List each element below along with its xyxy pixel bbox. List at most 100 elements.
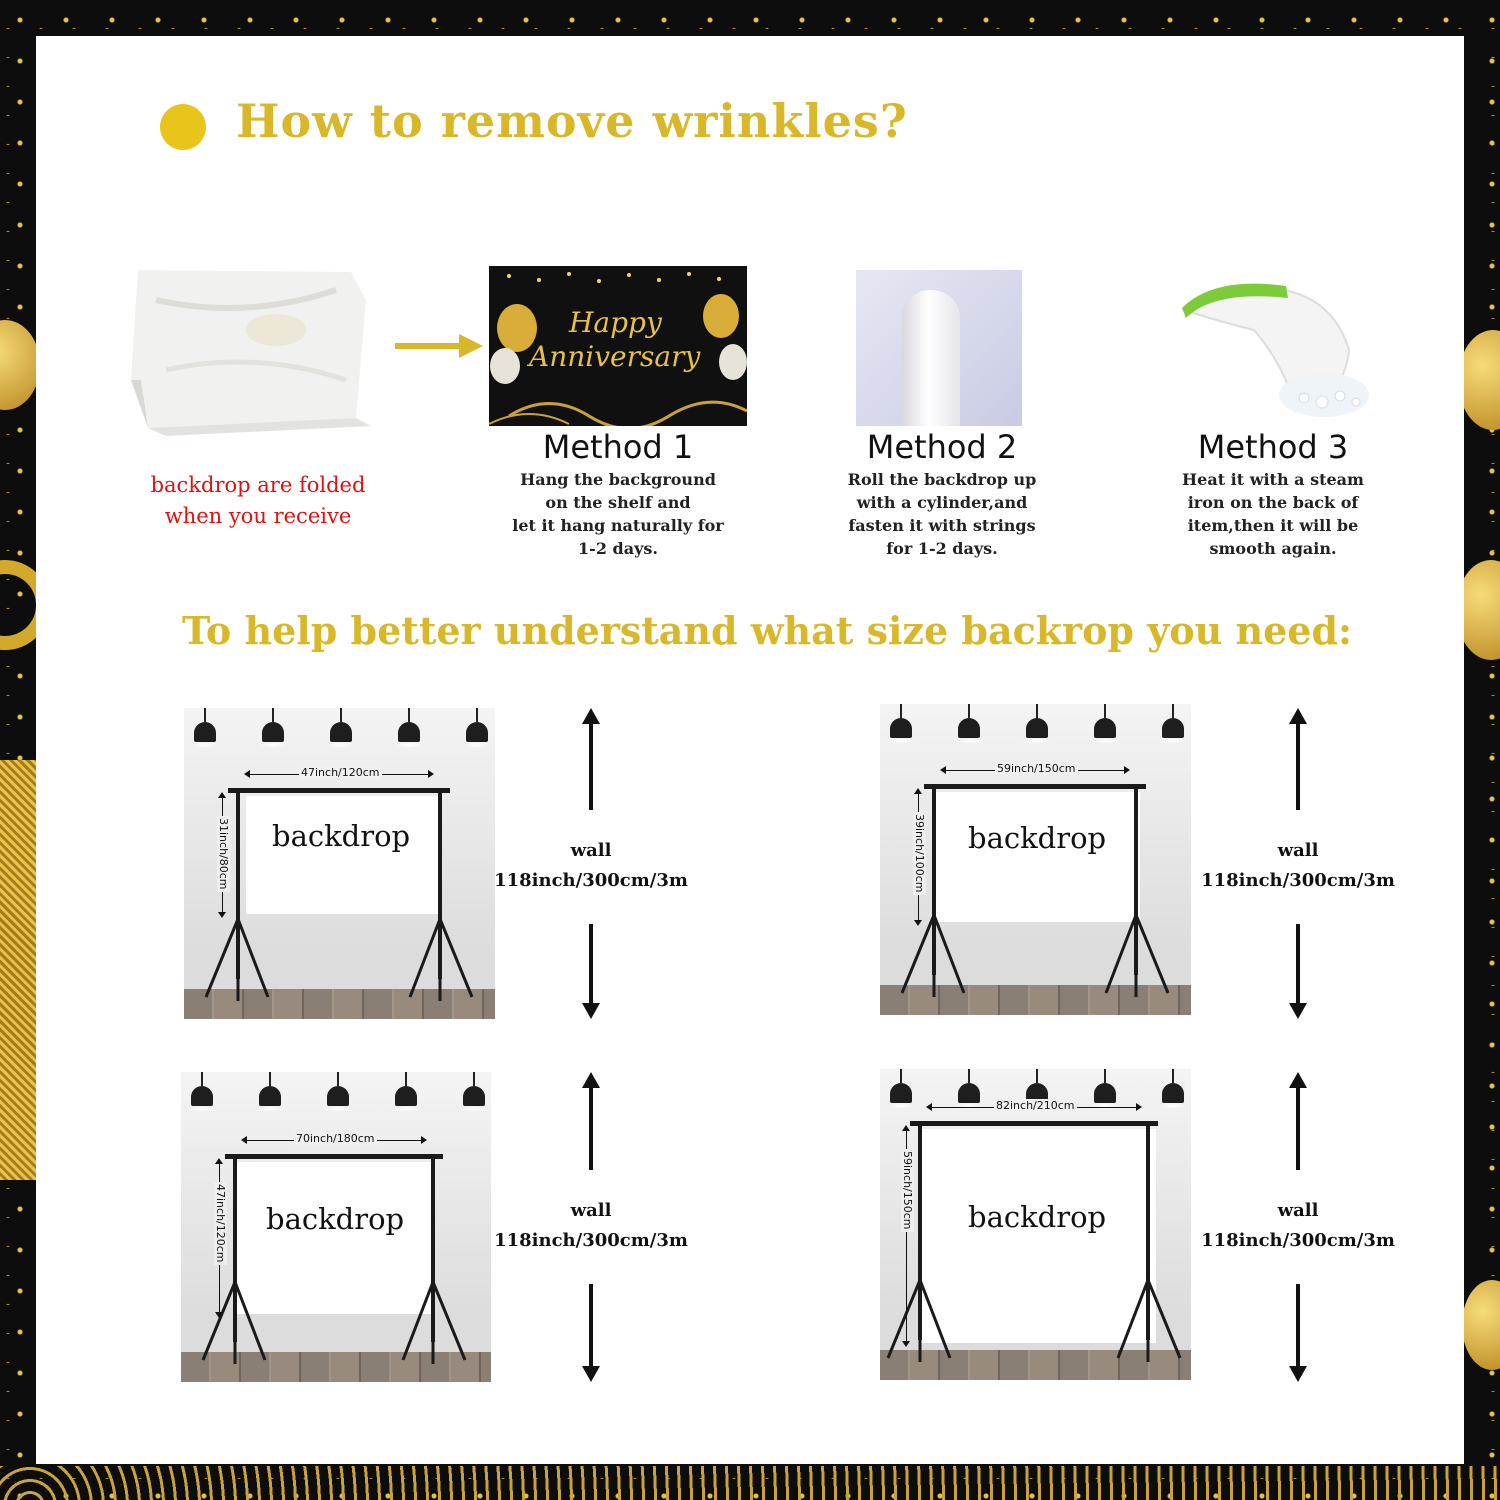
stand-pole-right (438, 788, 442, 979)
method-3-description: Heat it with a steam iron on the back of… (1182, 470, 1364, 558)
folded-backdrop-photo (126, 260, 416, 440)
gold-swirl-bottom (0, 1466, 1500, 1500)
gold-glitter-left (0, 760, 36, 1180)
size-section-title: To help better understand what size back… (182, 608, 1353, 653)
stand-tripods (204, 918, 474, 1001)
size-scene-3: 70inch/180cm 47inch/120cm backdrop (181, 1072, 491, 1382)
backdrop-label: backdrop (272, 819, 411, 853)
size-scene-4: 82inch/210cm 59inch/150cm backdrop (880, 1069, 1191, 1380)
arrow-right-icon (395, 334, 483, 358)
backdrop-area (920, 1129, 1156, 1343)
stand-pole-left (932, 784, 936, 975)
ceiling-lamp-icon (327, 708, 355, 748)
stand-crossbar (225, 1154, 443, 1159)
wood-floor (181, 1352, 491, 1382)
gold-balloon-right (1458, 330, 1500, 430)
width-dimension-label: 59inch/150cm (995, 762, 1078, 775)
wall-arrow-up-icon (582, 1072, 600, 1170)
method-3-title: Method 3 (1197, 428, 1349, 466)
wall-height-label: wall 118inch/300cm/3m (481, 1196, 701, 1256)
wall-word: wall (570, 840, 612, 861)
folded-note: backdrop are folded when you receive (128, 470, 388, 532)
ceiling-lamp-icon (955, 1069, 983, 1109)
height-dimension-label: 59inch/150cm (901, 1149, 914, 1232)
width-dimension-label: 82inch/210cm (994, 1099, 1077, 1112)
backdrop-label: backdrop (968, 821, 1107, 855)
wall-measure: 118inch/300cm/3m (494, 870, 688, 891)
ceiling-lamp-icon (256, 1072, 284, 1112)
stand-tripods (900, 914, 1170, 997)
content-card: How to remove wrinkles? backdrop are fol… (36, 36, 1464, 1464)
ceiling-lamp-icon (460, 1072, 488, 1112)
backdrop-label: backdrop (266, 1202, 405, 1236)
width-dimension-label: 47inch/120cm (299, 766, 382, 779)
wall-height-label: wall 118inch/300cm/3m (1188, 836, 1408, 896)
wall-word: wall (1277, 1200, 1319, 1221)
method-2-title: Method 2 (866, 428, 1018, 466)
stand-tripods (886, 1279, 1182, 1362)
backdrop-label: backdrop (968, 1200, 1107, 1234)
stand-pole-left (918, 1121, 922, 1340)
gold-balloon-left (0, 320, 40, 410)
size-scene-2: 59inch/150cm 39inch/100cm backdrop (880, 704, 1191, 1015)
steam-iron-photo (1174, 260, 1374, 420)
ceiling-lamp-icon (887, 1069, 915, 1109)
wall-arrow-down-icon (582, 924, 600, 1019)
height-dimension-line (902, 1125, 910, 1347)
wall-measure: 118inch/300cm/3m (1201, 1230, 1395, 1251)
backdrop-area (246, 796, 438, 914)
wall-arrow-up-icon (1289, 1072, 1307, 1170)
method-1-title: Method 1 (542, 428, 694, 466)
wall-arrow-up-icon (582, 708, 600, 810)
title-bullet (160, 104, 206, 150)
rolled-cylinder-photo (856, 270, 1022, 426)
ceiling-lamp-icon (1091, 1069, 1119, 1109)
wall-height-label: wall 118inch/300cm/3m (1188, 1196, 1408, 1256)
height-dimension-label: 39inch/100cm (913, 812, 926, 895)
ceiling-lamp-icon (259, 708, 287, 748)
anniversary-happy-text: Happy (569, 306, 662, 339)
stand-pole-left (236, 788, 240, 979)
ceiling-lamp-icon (955, 704, 983, 744)
ceiling-lamp-icon (1023, 704, 1051, 744)
wall-word: wall (1277, 840, 1319, 861)
ceiling-lamp-icon (392, 1072, 420, 1112)
gold-balloon-right-3 (1462, 1280, 1500, 1370)
wall-arrow-down-icon (1289, 1284, 1307, 1382)
folded-note-line1: backdrop are folded (150, 473, 366, 497)
wall-arrow-down-icon (1289, 924, 1307, 1019)
ceiling-lamp-icon (463, 708, 491, 748)
folded-note-line2: when you receive (164, 504, 352, 528)
wall-measure: 118inch/300cm/3m (1201, 870, 1395, 891)
wood-floor (880, 985, 1191, 1015)
ceiling-lamp-icon (324, 1072, 352, 1112)
method-1-description: Hang the background on the shelf and let… (512, 470, 724, 558)
wood-floor (184, 989, 495, 1019)
wood-floor (880, 1350, 1191, 1380)
ceiling-lamp-icon (1091, 704, 1119, 744)
wall-height-label: wall 118inch/300cm/3m (481, 836, 701, 896)
stand-pole-right (431, 1154, 435, 1342)
ceiling-lamp-icon (887, 704, 915, 744)
anniversary-banner-photo: Happy Anniversary (489, 266, 747, 426)
ceiling-lamp-icon (188, 1072, 216, 1112)
height-dimension-label: 31inch/80cm (217, 816, 230, 892)
wall-measure: 118inch/300cm/3m (494, 1230, 688, 1251)
ceiling-lamp-icon (1159, 704, 1187, 744)
ceiling-lamp-icon (395, 708, 423, 748)
size-scene-1: 47inch/120cm 31inch/80cm backdrop (184, 708, 495, 1019)
stand-pole-right (1146, 1121, 1150, 1340)
anniversary-anniversary-text: Anniversary (529, 340, 701, 373)
ceiling-lamp-icon (1159, 1069, 1187, 1109)
stand-crossbar (910, 1121, 1158, 1126)
ceiling-lamp-icon (191, 708, 219, 748)
stand-pole-right (1134, 784, 1138, 975)
wall-arrow-up-icon (1289, 708, 1307, 810)
height-dimension-label: 47inch/120cm (214, 1182, 227, 1265)
page-title: How to remove wrinkles? (236, 94, 908, 148)
stand-crossbar (228, 788, 450, 793)
wall-arrow-down-icon (582, 1284, 600, 1382)
wall-word: wall (570, 1200, 612, 1221)
stand-crossbar (924, 784, 1146, 789)
width-dimension-label: 70inch/180cm (294, 1132, 377, 1145)
